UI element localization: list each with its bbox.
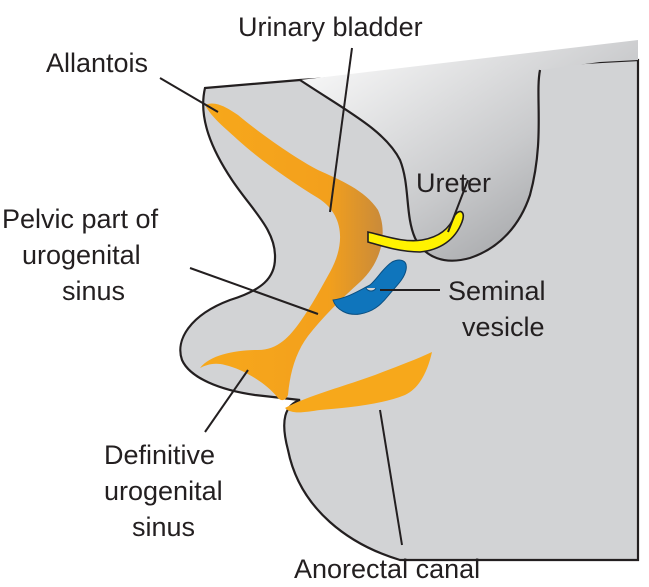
label-pelvic-part-line3: sinus — [62, 276, 125, 306]
label-pelvic-part-line1: Pelvic part of — [2, 204, 159, 234]
label-definitive-sinus-line2: urogenital — [104, 476, 223, 506]
label-urinary-bladder: Urinary bladder — [238, 12, 423, 42]
label-seminal-vesicle-line2: vesicle — [462, 312, 545, 342]
label-ureter: Ureter — [416, 168, 491, 198]
label-anorectal-canal: Anorectal canal — [294, 554, 480, 584]
label-definitive-sinus-line1: Definitive — [104, 440, 215, 470]
label-pelvic-part-line2: urogenital — [22, 240, 141, 270]
label-seminal-vesicle-line1: Seminal — [448, 276, 546, 306]
label-allantois: Allantois — [46, 48, 148, 78]
label-definitive-sinus-line3: sinus — [132, 512, 195, 542]
